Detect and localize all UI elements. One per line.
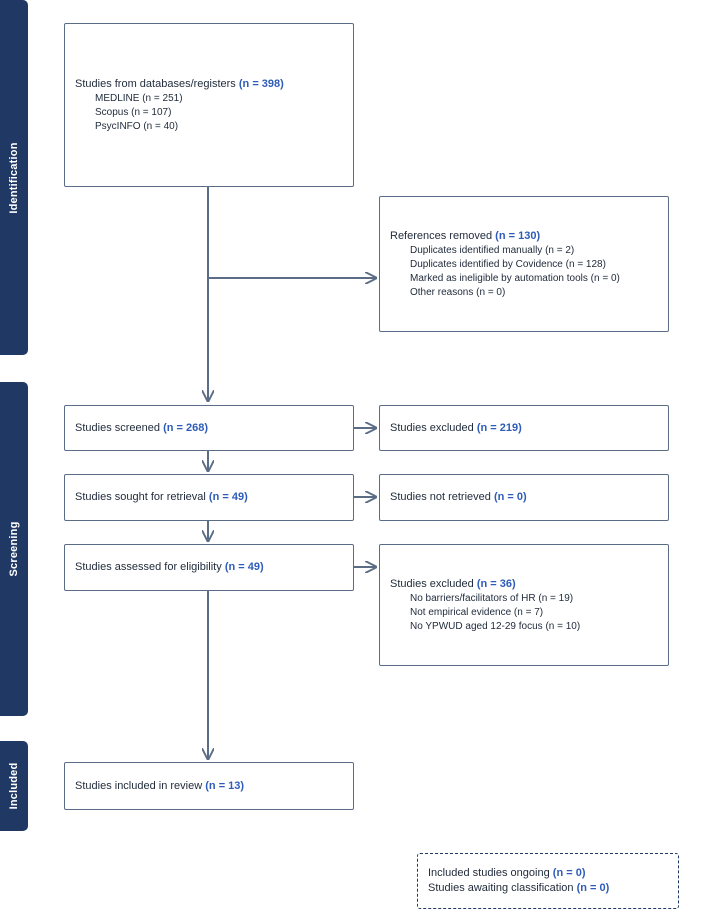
removed-count: (n = 130): [495, 229, 541, 242]
assessed-box: Studies assessed for eligibility (n = 49…: [64, 544, 354, 591]
list-item: Marked as ineligible by automation tools…: [410, 272, 620, 284]
awaiting-count: (n = 0): [576, 882, 610, 894]
not-retrieved-box: Studies not retrieved (n = 0): [379, 474, 669, 521]
not-retrieved-count: (n = 0): [493, 491, 527, 503]
sought-label: Studies sought for retrieval: [75, 491, 206, 503]
list-item: PsycINFO (n = 40): [95, 120, 179, 132]
removed-list: Duplicates identified manually (n = 2) D…: [390, 244, 658, 300]
databases-heading: Studies from databases/registers (n = 39…: [75, 77, 343, 92]
not-retrieved-label: Studies not retrieved: [390, 491, 491, 503]
excluded-screen-label: Studies excluded: [390, 421, 474, 434]
databases-list: MEDLINE (n = 251) Scopus (n = 107) PsycI…: [75, 92, 343, 134]
sought-box: Studies sought for retrieval (n = 49): [64, 474, 354, 521]
phase-bar-included: Included: [0, 741, 28, 831]
phase-bar-identification: Identification: [0, 0, 28, 355]
excluded-screen-count: (n = 219): [476, 421, 522, 434]
sought-count: (n = 49): [208, 491, 248, 503]
ongoing-count: (n = 0): [552, 867, 586, 879]
screened-box: Studies screened (n = 268): [64, 405, 354, 451]
included-review-count: (n = 13): [205, 779, 245, 792]
phase-bar-screening: Screening: [0, 382, 28, 716]
assessed-count: (n = 49): [224, 561, 264, 573]
included-review-label: Studies included in review: [75, 779, 203, 792]
excluded-full-count: (n = 36): [476, 577, 516, 590]
list-item: Scopus (n = 107): [95, 106, 172, 118]
included-review-box: Studies included in review (n = 13): [64, 762, 354, 810]
assessed-label: Studies assessed for eligibility: [75, 561, 222, 573]
removed-box: References removed (n = 130) Duplicates …: [379, 196, 669, 332]
list-item: No YPWUD aged 12-29 focus (n = 10): [410, 620, 581, 632]
excluded-full-list: No barriers/facilitators of HR (n = 19) …: [390, 592, 658, 634]
removed-heading: References removed (n = 130): [390, 229, 658, 244]
screened-count: (n = 268): [163, 421, 208, 434]
excluded-full-box: Studies excluded (n = 36) No barriers/fa…: [379, 544, 669, 666]
databases-box: Studies from databases/registers (n = 39…: [64, 23, 354, 187]
removed-label: References removed: [390, 229, 493, 242]
list-item: Duplicates identified by Covidence (n = …: [410, 258, 606, 270]
list-item: Other reasons (n = 0): [410, 286, 506, 298]
ongoing-label: Included studies ongoing: [428, 867, 550, 879]
ongoing-line: Included studies ongoing (n = 0): [428, 866, 668, 881]
list-item: Duplicates identified manually (n = 2): [410, 244, 575, 256]
list-item: MEDLINE (n = 251): [95, 92, 183, 104]
databases-label: Studies from databases/registers: [75, 77, 236, 90]
screened-label: Studies screened: [75, 421, 160, 434]
ongoing-box: Included studies ongoing (n = 0) Studies…: [417, 853, 679, 909]
excluded-screen-box: Studies excluded (n = 219): [379, 405, 669, 451]
awaiting-line: Studies awaiting classification (n = 0): [428, 881, 668, 896]
list-item: Not empirical evidence (n = 7): [410, 606, 544, 618]
excluded-full-heading: Studies excluded (n = 36): [390, 577, 658, 592]
databases-count: (n = 398): [238, 77, 284, 90]
list-item: No barriers/facilitators of HR (n = 19): [410, 592, 574, 604]
awaiting-label: Studies awaiting classification: [428, 882, 574, 894]
excluded-full-label: Studies excluded: [390, 577, 474, 590]
